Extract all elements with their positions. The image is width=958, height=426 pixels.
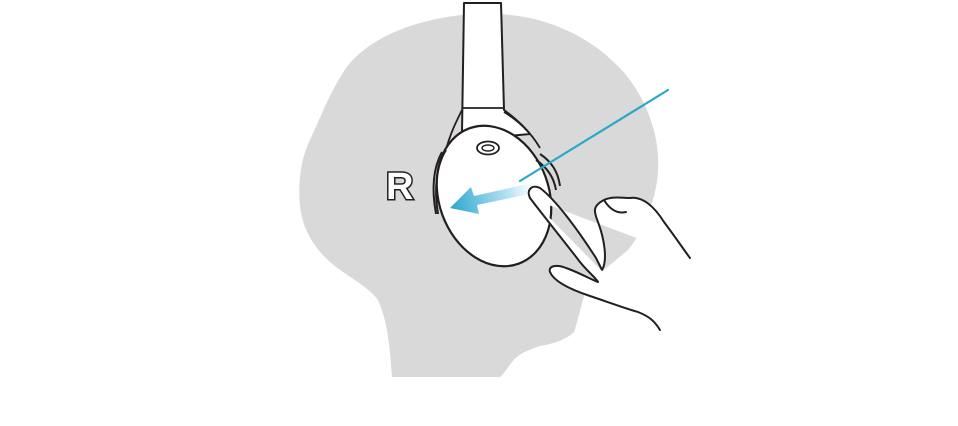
- right-side-label: R: [384, 166, 415, 208]
- swipe-arrow-icon: [450, 180, 548, 214]
- pointing-hand-icon: [527, 185, 691, 331]
- callout-leader-line: [518, 88, 670, 183]
